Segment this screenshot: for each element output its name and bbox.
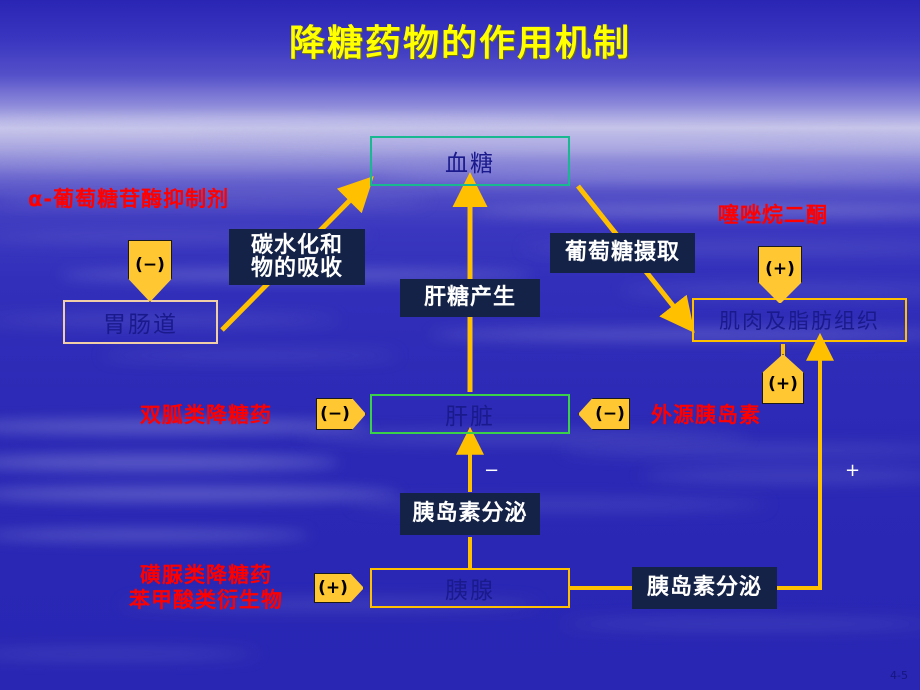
caption-insulin-secretion-mid-text: 胰岛素分泌 bbox=[412, 501, 528, 527]
organ-liver-label: 肝脏 bbox=[445, 404, 495, 430]
drug-label-sulfonylurea-line2: 苯甲酸类衍生物 bbox=[129, 587, 283, 612]
caption-insulin-secretion-mid: 胰岛素分泌 bbox=[400, 493, 540, 535]
annotation-feedback-plus-text: + bbox=[845, 460, 861, 481]
sign-sulfonylurea-activation-text: (+) bbox=[318, 578, 348, 598]
caption-glucose-uptake-text: 葡萄糖摄取 bbox=[564, 240, 680, 266]
drug-label-biguanide: 双胍类降糖药 bbox=[140, 402, 272, 428]
organ-liver[interactable]: 肝脏 bbox=[370, 394, 570, 434]
sign-biguanide-inhibition-text: (−) bbox=[320, 404, 350, 424]
organ-gi-tract-label: 胃肠道 bbox=[103, 312, 178, 338]
drug-label-thiazolidinedione-text: 噻唑烷二酮 bbox=[718, 203, 828, 227]
sign-exogenous-insulin-inhibition[interactable]: (−) bbox=[578, 398, 630, 430]
organ-muscle-fat[interactable]: 肌肉及脂肪组织 bbox=[692, 298, 907, 342]
organ-blood-glucose-label: 血糖 bbox=[445, 151, 495, 177]
drug-label-biguanide-text: 双胍类降糖药 bbox=[140, 403, 272, 427]
caption-hepatic-glucose-production-text: 肝糖产生 bbox=[423, 285, 516, 311]
drug-label-alpha-glucosidase-inhibitor-text: α-葡萄糖苷酶抑制剂 bbox=[28, 187, 230, 211]
caption-carb-absorption-line2: 物的吸收 bbox=[250, 256, 343, 281]
sign-gi-inhibition-text: (−) bbox=[135, 255, 165, 275]
page-number: 4-5 bbox=[890, 669, 908, 682]
sign-exogenous-insulin-inhibition-text: (−) bbox=[595, 404, 625, 424]
drug-label-exogenous-insulin: 外源胰岛素 bbox=[651, 402, 761, 428]
organ-muscle-fat-label: 肌肉及脂肪组织 bbox=[719, 309, 880, 333]
caption-glucose-uptake: 葡萄糖摄取 bbox=[550, 233, 695, 273]
drug-label-alpha-glucosidase-inhibitor: α-葡萄糖苷酶抑制剂 bbox=[28, 186, 229, 212]
page-title: 降糖药物的作用机制 bbox=[288, 23, 631, 64]
drug-label-sulfonylurea-line1: 磺脲类降糖药 bbox=[140, 563, 272, 587]
caption-hepatic-glucose-production: 肝糖产生 bbox=[400, 279, 540, 317]
caption-carb-absorption: 碳水化和 物的吸收 bbox=[229, 229, 365, 285]
caption-insulin-secretion-bottom: 胰岛素分泌 bbox=[632, 567, 777, 609]
annotation-feedback-plus: + bbox=[845, 462, 860, 480]
organ-blood-glucose[interactable]: 血糖 bbox=[370, 136, 570, 186]
drug-label-exogenous-insulin-text: 外源胰岛素 bbox=[651, 403, 761, 427]
sign-tzd-activation-text: (+) bbox=[765, 259, 795, 279]
annotation-liver-minus-text: − bbox=[484, 460, 500, 481]
drug-label-thiazolidinedione: 噻唑烷二酮 bbox=[718, 202, 828, 228]
annotation-liver-minus: − bbox=[484, 462, 499, 480]
caption-insulin-secretion-bottom-text: 胰岛素分泌 bbox=[646, 575, 762, 601]
organ-pancreas[interactable]: 胰腺 bbox=[370, 568, 570, 608]
organ-pancreas-label: 胰腺 bbox=[445, 578, 495, 604]
organ-gi-tract[interactable]: 胃肠道 bbox=[63, 300, 218, 344]
drug-label-sulfonylurea-group: 磺脲类降糖药 苯甲酸类衍生物 bbox=[129, 563, 283, 613]
caption-carb-absorption-line1: 碳水化和 bbox=[250, 232, 343, 258]
sign-muscle-activation-text: (+) bbox=[768, 374, 798, 394]
